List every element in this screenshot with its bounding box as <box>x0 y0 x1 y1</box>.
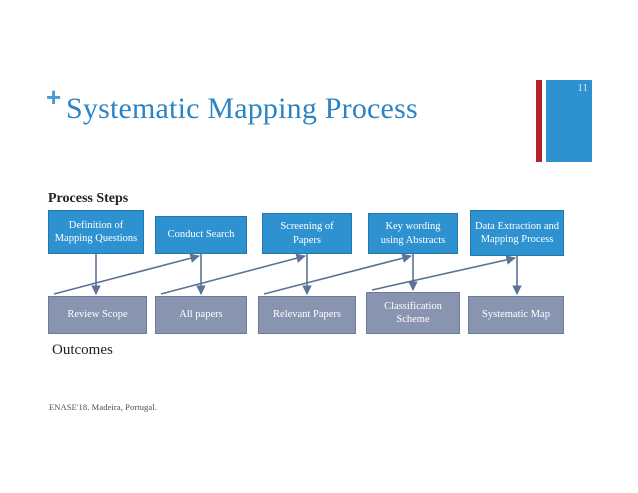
process-step-screening-of-papers[interactable]: Screening of Papers <box>262 213 352 254</box>
outcome-review-scope[interactable]: Review Scope <box>48 296 147 334</box>
connector-outcome-2-to-step-3 <box>160 253 306 295</box>
connector-outcome-1-to-step-2 <box>53 253 200 295</box>
node-label: Definition of Mapping Questions <box>54 219 138 244</box>
node-label: Screening of Papers <box>280 221 334 246</box>
outcomes-label: Outcomes <box>52 342 113 358</box>
process-step-data-extraction-and-mapping-process[interactable]: Data Extraction and Mapping Process <box>470 210 564 256</box>
connector-outcome-3-to-step-4 <box>263 253 412 295</box>
decoration-blue-box: 11 <box>546 80 592 162</box>
node-label: All papers <box>179 309 223 321</box>
outcome-all-papers[interactable]: All papers <box>155 296 247 334</box>
node-label: Key wording using Abstracts <box>380 221 446 246</box>
decoration-red-bar <box>536 80 542 162</box>
node-label: Classification Scheme <box>384 300 442 325</box>
process-steps-label: Process Steps <box>48 191 129 206</box>
node-label: Review Scope <box>67 309 128 321</box>
process-step-conduct-search[interactable]: Conduct Search <box>155 216 247 254</box>
node-label: Data Extraction and Mapping Process <box>475 220 559 245</box>
outcome-classification-scheme[interactable]: Classification Scheme <box>366 292 460 334</box>
outcome-relevant-papers[interactable]: Relevant Papers <box>258 296 356 334</box>
node-label: Systematic Map <box>482 309 550 321</box>
connector-outcome-4-to-step-5 <box>371 255 516 291</box>
node-label: Conduct Search <box>167 229 235 241</box>
outcome-systematic-map[interactable]: Systematic Map <box>468 296 564 334</box>
plus-icon: + <box>46 82 62 112</box>
process-step-key-wording-using-abstracts[interactable]: Key wording using Abstracts <box>368 213 458 254</box>
node-label: Relevant Papers <box>273 309 341 321</box>
process-step-definition-of-mapping-questions[interactable]: Definition of Mapping Questions <box>48 210 144 254</box>
footer-note: ENASE'18. Madeira, Portugal. <box>49 402 157 412</box>
page-title: Systematic Mapping Process <box>66 92 418 125</box>
page-number: 11 <box>577 82 588 94</box>
